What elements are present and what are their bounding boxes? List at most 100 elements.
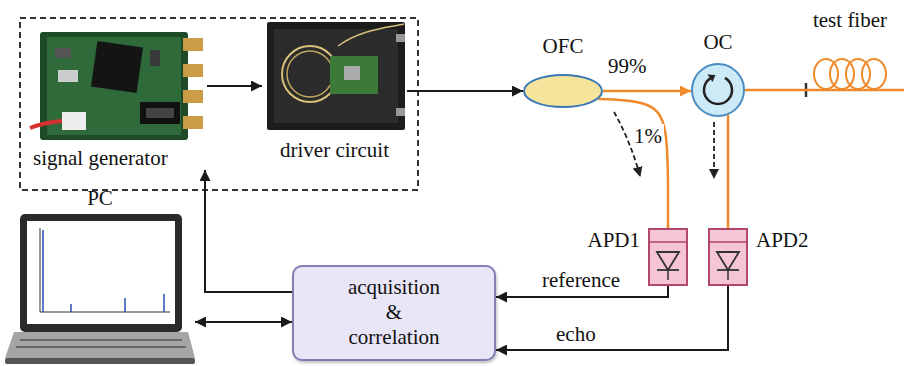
optical-circulator: OC (691, 63, 745, 117)
detector-window (709, 241, 747, 243)
text-block: OFC (543, 34, 584, 58)
connector (195, 321, 292, 323)
fiber-loop (287, 51, 333, 97)
detector-body (649, 229, 687, 285)
component-label: OFC (543, 34, 584, 58)
keyboard-base (5, 332, 195, 358)
text-block: acquisition & correlation (348, 275, 440, 351)
photodiode-symbol (717, 252, 739, 270)
text-block: APD2 (756, 228, 809, 252)
edge-label: 99% (606, 54, 649, 78)
photodiode-symbol (657, 252, 679, 270)
detector-window (649, 241, 687, 243)
connector (496, 286, 728, 350)
red-wire (30, 121, 62, 128)
laser-board (330, 56, 378, 94)
connector (598, 99, 668, 228)
process-label: acquisition & correlation (348, 275, 440, 351)
pin-header (140, 102, 180, 124)
component-label: OC (703, 30, 732, 54)
device-caption: signal generator (33, 146, 168, 170)
pcb (40, 32, 188, 140)
circulator-arrowhead (708, 75, 716, 83)
photodiode-lead (727, 270, 729, 280)
power-connector (62, 112, 86, 130)
detector-body (709, 229, 747, 285)
circulator-circle (692, 64, 744, 116)
sma-connector (183, 38, 203, 51)
coupler-ellipse (524, 75, 602, 107)
signal-generator: signal generator (33, 28, 207, 170)
light-direction-arrow (713, 122, 715, 178)
apd-detector: APD1 (648, 228, 688, 286)
correlation-peak (42, 230, 44, 312)
connector (407, 90, 523, 92)
driver-circuit-box (267, 22, 405, 130)
housing (267, 22, 405, 130)
text-block: APD1 (587, 228, 640, 252)
text-block: OC (703, 30, 732, 54)
sma-connector (183, 64, 203, 77)
device-caption: PC (87, 186, 113, 210)
pcb-surface (47, 37, 181, 135)
sma-connector (183, 90, 203, 103)
acquisition-box: acquisition & correlation (292, 265, 496, 361)
correlation-peak (124, 298, 126, 312)
keyboard-keys (16, 346, 186, 348)
correlation-peak (163, 294, 165, 312)
text-block: PC (87, 186, 113, 210)
connector (205, 170, 292, 292)
fiber-loop (282, 46, 338, 102)
keyboard-keys (20, 339, 182, 341)
component (150, 50, 160, 66)
chart-axis (40, 312, 170, 313)
dashed-frame (20, 18, 418, 190)
sma-connector (183, 116, 203, 129)
component (55, 48, 71, 58)
oc-outline (691, 63, 745, 117)
connector (603, 90, 691, 93)
component-label: APD2 (756, 228, 809, 252)
text-block: signal generator (33, 146, 168, 170)
apd-detector: APD2 (708, 228, 748, 286)
fiber-coil (862, 59, 886, 89)
fiber-coupler: OFC (523, 74, 603, 108)
apd-outline (648, 228, 688, 286)
edge-label: echo (554, 322, 598, 346)
fpga-chip (91, 41, 143, 93)
component-label: APD1 (587, 228, 640, 252)
port (396, 34, 405, 42)
correlation-peak (70, 304, 72, 312)
edge-label: reference (540, 268, 622, 292)
text-block: driver circuit (280, 138, 389, 162)
test-fiber: test fiber (810, 58, 890, 94)
driver-circuit: driver circuit (262, 20, 407, 162)
pigtail (338, 24, 404, 46)
text-block: test fiber (813, 8, 887, 32)
apd-outline (708, 228, 748, 286)
component-label: test fiber (813, 8, 887, 32)
fiber-spool (806, 59, 904, 97)
component (58, 70, 78, 82)
laptop (5, 214, 195, 364)
laptop-edge (5, 358, 195, 364)
ofc-outline (523, 74, 603, 108)
connector (727, 115, 730, 228)
signal-generator-board (30, 32, 203, 140)
edge-label: 1% (632, 124, 664, 148)
photodiode-lead (667, 270, 669, 280)
connector (207, 85, 262, 87)
connector (745, 89, 810, 92)
device-caption: driver circuit (280, 138, 389, 162)
pc-laptop: PC (5, 212, 195, 364)
component (344, 66, 360, 80)
chart-axis (40, 228, 41, 312)
circulator-arrow (704, 78, 732, 104)
port (396, 108, 405, 116)
screen (27, 221, 175, 324)
screen-bezel (20, 214, 182, 332)
pin-header (146, 108, 174, 118)
